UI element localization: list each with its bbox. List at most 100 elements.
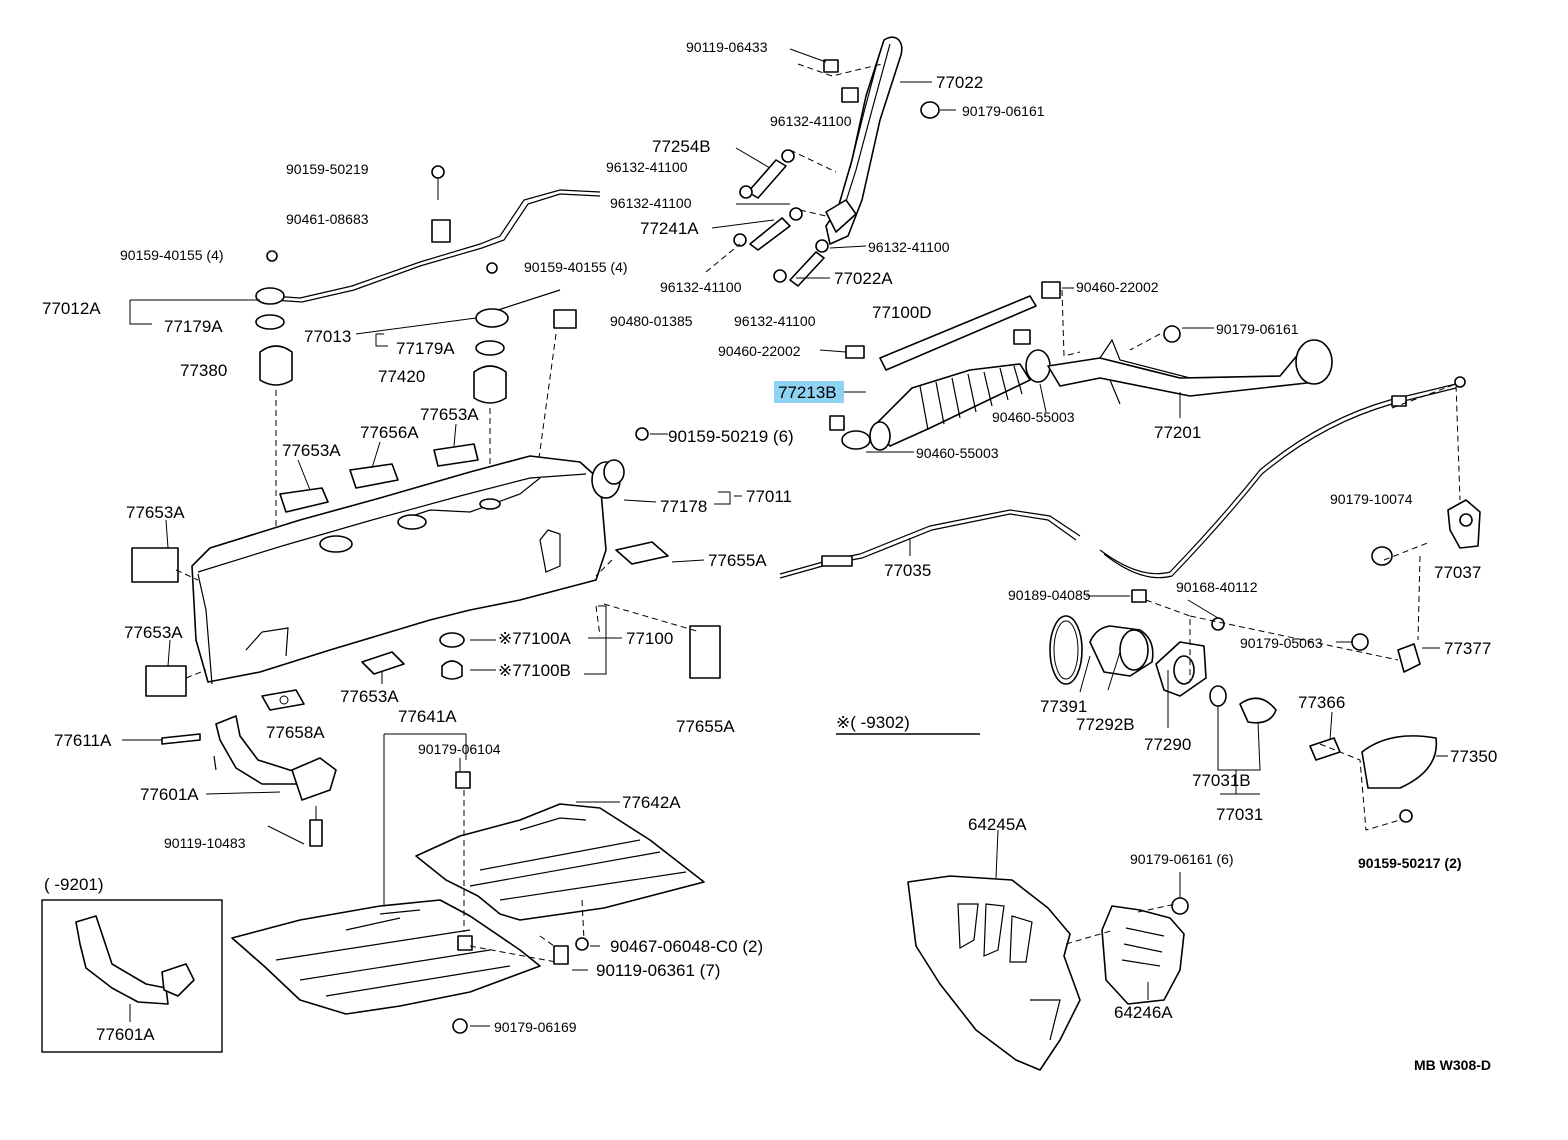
cap-77031	[1239, 697, 1277, 724]
label-77658A: 77658A	[266, 723, 325, 742]
ring-77031B	[1209, 685, 1227, 707]
line-77013	[497, 289, 561, 311]
part-labels: 90119-06433 77022 90179-06161 96132-4110…	[42, 39, 1497, 1073]
label-90179-05063: 90179-05063	[1240, 635, 1323, 651]
bumper-90179-10074	[1371, 546, 1393, 566]
nut-90179-06161-6	[1171, 897, 1189, 915]
cover-77641A	[231, 899, 541, 1015]
label-90119-10483: 90119-10483	[164, 835, 246, 851]
label-77653A: 77653A	[282, 441, 341, 460]
label-77601A-inset: 77601A	[96, 1025, 155, 1044]
lid-77350	[1361, 735, 1438, 789]
rod-77611A	[161, 733, 201, 745]
label-90159-50219: 90159-50219	[286, 161, 369, 177]
label-90168-40112: 90168-40112	[1176, 579, 1258, 595]
label-77366: 77366	[1298, 693, 1345, 712]
insulator-64246A	[1101, 905, 1185, 1005]
bolt-90119-10483	[309, 819, 323, 847]
fuel-tank	[191, 455, 607, 685]
gasket-77013	[475, 308, 509, 356]
label-96132-41100: 96132-41100	[734, 313, 816, 329]
gasket-77391	[1049, 615, 1083, 685]
clamp-90460-22002-mid	[845, 345, 865, 359]
label-77100: 77100	[626, 629, 673, 648]
label-96132-41100: 96132-41100	[660, 279, 742, 295]
label-90179-06169: 90179-06169	[494, 1019, 577, 1035]
label-77011: 77011	[746, 487, 792, 506]
label-77100B: ※77100B	[498, 661, 571, 680]
bracket-77601A	[213, 715, 337, 801]
bolt-90159-50219	[431, 165, 445, 179]
label-90460-55003: 90460-55003	[916, 445, 999, 461]
clamp-90460-22002-top	[1041, 281, 1061, 299]
housing-77292B	[1089, 625, 1154, 677]
label-77420: 77420	[378, 367, 425, 386]
bolt-90119-06433	[789, 48, 839, 73]
opener-77037	[1447, 499, 1481, 549]
inset-frame	[41, 899, 223, 1053]
inlet-hose-77213B	[869, 363, 1031, 451]
label-90179-06104: 90179-06104	[418, 741, 501, 757]
label-64246A: 64246A	[1114, 1003, 1173, 1022]
cushions-77100	[439, 632, 465, 680]
plate-77290	[1155, 641, 1207, 697]
bumper-90179-05063	[1351, 633, 1369, 651]
label-77178: 77178	[660, 497, 707, 516]
filler-neck-grommet-77178	[591, 459, 625, 499]
label-77611A: 77611A	[54, 731, 112, 750]
label-96132-41100: 96132-41100	[868, 239, 950, 255]
connector-90480-01385	[553, 309, 577, 329]
label-77292B: 77292B	[1076, 715, 1135, 734]
clamp-90461-08683	[431, 219, 451, 243]
label-90189-04085: 90189-04085	[1008, 587, 1091, 603]
label-77179A: 77179A	[396, 339, 455, 358]
label-90461-08683: 90461-08683	[286, 211, 369, 227]
sender-77380	[259, 345, 293, 386]
hinge-77377	[1397, 643, 1421, 673]
label-77350: 77350	[1450, 747, 1497, 766]
vent-line	[271, 189, 601, 299]
label-77035: 77035	[884, 561, 931, 580]
label-77642A: 77642A	[622, 793, 681, 812]
label-77653A: 77653A	[340, 687, 399, 706]
label-77641A: 77641A	[398, 707, 457, 726]
label-77100D: 77100D	[872, 303, 932, 322]
label-77290: 77290	[1144, 735, 1191, 754]
label-77656A: 77656A	[360, 423, 419, 442]
label-90119-06361: 90119-06361 (7)	[596, 961, 720, 980]
label-96132-41100: 96132-41100	[770, 113, 852, 129]
label-90179-06161-6: 90179-06161 (6)	[1130, 851, 1234, 867]
assembly-guides	[275, 333, 557, 540]
nut-90179-06161-top	[920, 101, 956, 119]
label-77601A: 77601A	[140, 785, 199, 804]
pads	[131, 443, 721, 697]
label-90460-55003: 90460-55003	[992, 409, 1075, 425]
hinge-77366	[1309, 737, 1341, 761]
label-77031: 77031	[1216, 805, 1263, 824]
label-77380: 77380	[180, 361, 227, 380]
label-90179-06161: 90179-06161	[1216, 321, 1299, 337]
clamp-bracket	[841, 87, 859, 103]
label-77254B: 77254B	[652, 137, 711, 156]
gasket-77012A	[255, 287, 285, 330]
filler-pipe-77022	[825, 36, 903, 245]
label-90480-01385: 90480-01385	[610, 313, 693, 329]
label-90460-22002: 90460-22002	[1076, 279, 1159, 295]
label-77653A: 77653A	[126, 503, 185, 522]
label-77653A: 77653A	[420, 405, 479, 424]
label-77653A: 77653A	[124, 623, 183, 642]
label-90467-06048-C0: 90467-06048-C0 (2)	[610, 937, 763, 956]
label-77022: 77022	[936, 73, 983, 92]
label-90460-22002: 90460-22002	[718, 343, 801, 359]
inset-bracket-77601A	[75, 915, 195, 1005]
label-64245A: 64245A	[968, 815, 1027, 834]
insulator-64245A	[907, 875, 1081, 1071]
clips-90189-90168	[1131, 589, 1225, 631]
label-90119-06433: 90119-06433	[686, 39, 768, 55]
cover-77642A	[415, 803, 705, 921]
label-77012A: 77012A	[42, 299, 101, 318]
sender-77420	[473, 365, 507, 404]
label-77100A: ※77100A	[498, 629, 572, 648]
label-77655A: 77655A	[676, 717, 735, 736]
